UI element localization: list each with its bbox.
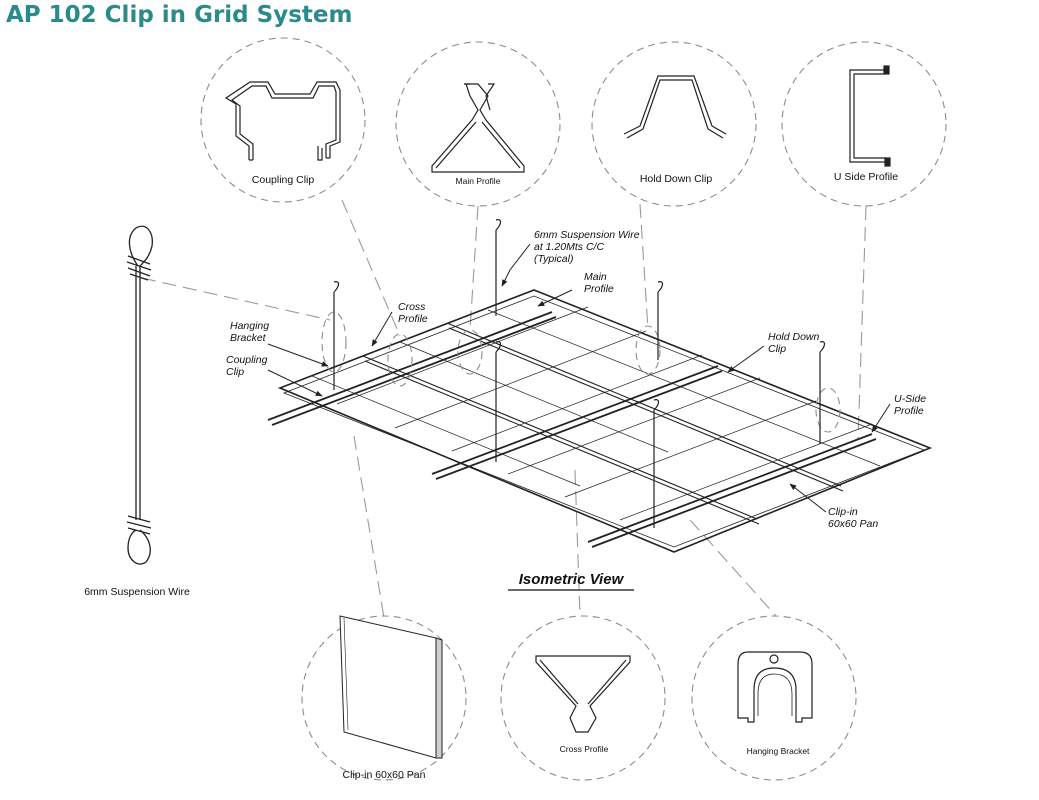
u-side-profile-label: U Side Profile (834, 171, 898, 183)
ceiling-grid (267, 219, 933, 553)
hanging-bracket-label: Hanging Bracket (747, 746, 810, 756)
detail-circle-clip-in-pan (301, 615, 467, 781)
detail-circle-hold-down-clip (591, 41, 757, 207)
callout-suspension-wire-line2: at 1.20Mts C/C (534, 241, 604, 253)
hanging-bracket-icon (737, 651, 813, 723)
main-profile-label: Main Profile (456, 176, 501, 186)
callout-leaders (267, 243, 891, 513)
callout-u-side-profile-line1: U-Side (894, 393, 926, 405)
cross-profile-icon (535, 655, 631, 733)
detail-circle-cross-profile (500, 615, 666, 781)
callout-hold-down-clip-line2: Clip (768, 343, 786, 355)
main-profile-icon (431, 83, 525, 173)
detail-locators (321, 311, 841, 433)
detail-circle-u-side-profile (781, 41, 947, 207)
hold-down-clip-label: Hold Down Clip (640, 173, 713, 185)
view-title: Isometric View (519, 571, 625, 588)
clip-in-pan-icon (339, 615, 443, 759)
detail-circles (200, 37, 947, 781)
u-side-frame (277, 289, 933, 553)
callout-clip-in-pan-line1: Clip-in (828, 506, 858, 518)
callout-main-profile-line2: Profile (584, 283, 614, 295)
clip-in-pan-label: Clip-in 60x60 Pan (343, 769, 426, 781)
callout-u-side-profile-line2: Profile (894, 405, 924, 417)
cross-profile-label: Cross Profile (560, 744, 609, 754)
callout-hanging-bracket-line2: Bracket (230, 332, 267, 344)
coupling-clip-label: Coupling Clip (252, 174, 315, 186)
page-title: AP 102 Clip in Grid System (6, 2, 353, 28)
detail-circle-hanging-bracket (691, 615, 857, 781)
hanging-wires (333, 219, 826, 528)
callout-suspension-wire-line1: 6mm Suspension Wire (534, 229, 640, 241)
callout-cross-profile-line1: Cross (398, 301, 426, 313)
detail-leader-lines (141, 199, 867, 619)
detail-circle-coupling-clip (200, 37, 366, 203)
suspension-wire-icon (126, 225, 153, 565)
suspension-wire-label: 6mm Suspension Wire (84, 586, 190, 598)
callout-main-profile-line1: Main (584, 271, 607, 283)
cross-profiles (362, 322, 844, 525)
callout-coupling-clip-line1: Coupling (226, 354, 268, 366)
main-profiles (267, 311, 877, 548)
callout-hanging-bracket-line1: Hanging (230, 320, 269, 332)
callout-hold-down-clip-line1: Hold Down (768, 331, 820, 343)
detail-circle-main-profile (395, 41, 561, 207)
callout-cross-profile-line2: Profile (398, 313, 428, 325)
callout-clip-in-pan-line2: 60x60 Pan (828, 518, 878, 530)
callouts: 6mm Suspension Wire at 1.20Mts C/C (Typi… (226, 229, 926, 530)
coupling-clip-icon (224, 81, 341, 161)
callout-coupling-clip-line2: Clip (226, 366, 244, 378)
callout-suspension-wire-line3: (Typical) (534, 253, 573, 265)
panel-joints (311, 306, 881, 521)
hold-down-clip-icon (623, 75, 727, 139)
u-side-profile-icon (849, 65, 891, 167)
